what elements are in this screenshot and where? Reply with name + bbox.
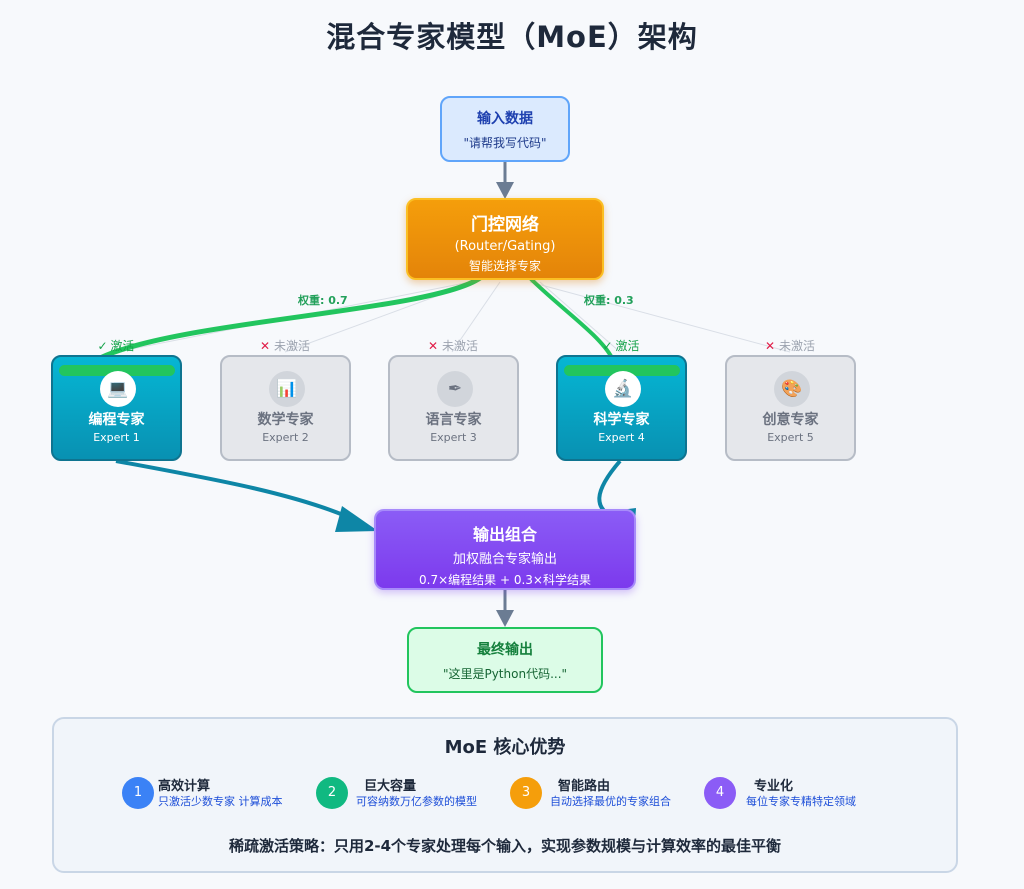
expert-state-5: ✕未激活 <box>730 337 850 354</box>
arrowhead-input-router <box>496 182 514 199</box>
link-router-expert4-active <box>528 276 614 359</box>
output-subtitle: 加权融合专家输出 <box>452 552 557 567</box>
router-title: 门控网络 <box>471 215 539 235</box>
expert-state-label: 未激活 <box>274 339 311 353</box>
advantage-item-1: 1 高效计算 只激活少数专家 计算成本 <box>122 775 292 815</box>
arrowhead-output-final <box>496 610 514 627</box>
expert-state-label: 激活 <box>615 339 640 353</box>
expert-state-1: ✓激活 <box>56 337 176 354</box>
number-badge: 4 <box>704 777 736 809</box>
expert-state-4: ✓激活 <box>561 337 681 354</box>
advantage-desc: 每位专家专精特定领域 <box>746 795 856 808</box>
link-router-expert4-faint <box>539 281 621 353</box>
advantage-title: 高效计算 <box>158 779 211 794</box>
arrowhead-expert1-output <box>335 506 378 532</box>
activation-bar <box>59 365 175 376</box>
output-title: 输出组合 <box>472 525 537 544</box>
chart-icon: 📊 <box>269 371 305 407</box>
advantage-title: 专业化 <box>754 779 794 794</box>
expert-state-3: ✕未激活 <box>393 337 513 354</box>
router-node: 门控网络 (Router/Gating) 智能选择专家 <box>406 198 604 280</box>
advantages-panel: MoE 核心优势 1 高效计算 只激活少数专家 计算成本 2 巨大容量 可容纳数… <box>52 717 958 873</box>
expert-id: Expert 4 <box>598 431 645 444</box>
expert-state-2: ✕未激活 <box>225 337 345 354</box>
link-router-expert5 <box>529 281 791 353</box>
pen-icon: ✒ <box>437 371 473 407</box>
palette-icon: 🎨 <box>774 371 810 407</box>
expert-id: Expert 1 <box>93 431 140 444</box>
input-node: 输入数据 "请帮我写代码" <box>440 96 570 162</box>
router-desc: 智能选择专家 <box>468 259 541 273</box>
expert-name: 创意专家 <box>762 412 819 428</box>
cross-icon: ✕ <box>259 339 271 353</box>
expert-1: 💻 编程专家 Expert 1 <box>51 355 182 461</box>
expert-4: 🔬 科学专家 Expert 4 <box>556 355 687 461</box>
laptop-icon: 💻 <box>100 371 136 407</box>
link-router-expert3 <box>451 281 501 353</box>
expert-state-label: 未激活 <box>779 339 816 353</box>
expert-3: ✒ 语言专家 Expert 3 <box>388 355 519 461</box>
link-router-expert1-active <box>98 275 482 361</box>
expert-state-label: 未激活 <box>442 339 479 353</box>
number-badge: 3 <box>510 777 542 809</box>
expert-id: Expert 3 <box>430 431 477 444</box>
input-title: 输入数据 <box>477 111 533 127</box>
cross-icon: ✕ <box>427 339 439 353</box>
expert-state-label: 激活 <box>110 339 135 353</box>
expert-2: 📊 数学专家 Expert 2 <box>220 355 351 461</box>
advantage-item-4: 4 专业化 每位专家专精特定领域 <box>704 775 894 815</box>
check-icon: ✓ <box>602 339 613 353</box>
arrow-expert1-output <box>115 459 356 522</box>
expert-id: Expert 2 <box>262 431 309 444</box>
cross-icon: ✕ <box>764 339 776 353</box>
output-formula: 0.7×编程结果 + 0.3×科学结果 <box>419 573 591 587</box>
expert-name: 数学专家 <box>257 412 314 428</box>
output-combine-node: 输出组合 加权融合专家输出 0.7×编程结果 + 0.3×科学结果 <box>374 509 636 590</box>
number-badge: 1 <box>122 777 154 809</box>
advantage-desc: 可容纳数万亿参数的模型 <box>356 795 477 808</box>
advantages-title: MoE 核心优势 <box>444 737 566 758</box>
activation-bar <box>564 365 680 376</box>
weight-label-right: 权重: 0.3 <box>584 294 634 307</box>
number-badge: 2 <box>316 777 348 809</box>
input-text: "请帮我写代码" <box>463 136 547 150</box>
expert-name: 科学专家 <box>593 412 650 428</box>
advantage-desc: 只激活少数专家 计算成本 <box>158 795 283 808</box>
weight-label-left: 权重: 0.7 <box>298 294 348 307</box>
expert-id: Expert 5 <box>767 431 814 444</box>
final-text: "这里是Python代码..." <box>442 667 568 681</box>
final-title: 最终输出 <box>477 642 533 658</box>
sparse-activation-note: 稀疏激活策略：只用2-4个专家处理每个输入，实现参数规模与计算效率的最佳平衡 <box>228 837 782 855</box>
expert-name: 语言专家 <box>425 412 482 428</box>
microscope-icon: 🔬 <box>605 371 641 407</box>
final-output-node: 最终输出 "这里是Python代码..." <box>407 627 603 693</box>
check-icon: ✓ <box>97 339 108 353</box>
advantage-title: 智能路由 <box>558 779 611 794</box>
advantage-item-2: 2 巨大容量 可容纳数万亿参数的模型 <box>316 775 506 815</box>
advantage-desc: 自动选择最优的专家组合 <box>550 795 671 808</box>
advantage-title: 巨大容量 <box>364 779 417 794</box>
page-title: 混合专家模型（MoE）架构 <box>326 20 698 54</box>
advantage-item-3: 3 智能路由 自动选择最优的专家组合 <box>510 775 700 815</box>
router-subtitle: (Router/Gating) <box>454 239 556 254</box>
expert-name: 编程专家 <box>88 412 145 428</box>
expert-5: 🎨 创意专家 Expert 5 <box>725 355 856 461</box>
